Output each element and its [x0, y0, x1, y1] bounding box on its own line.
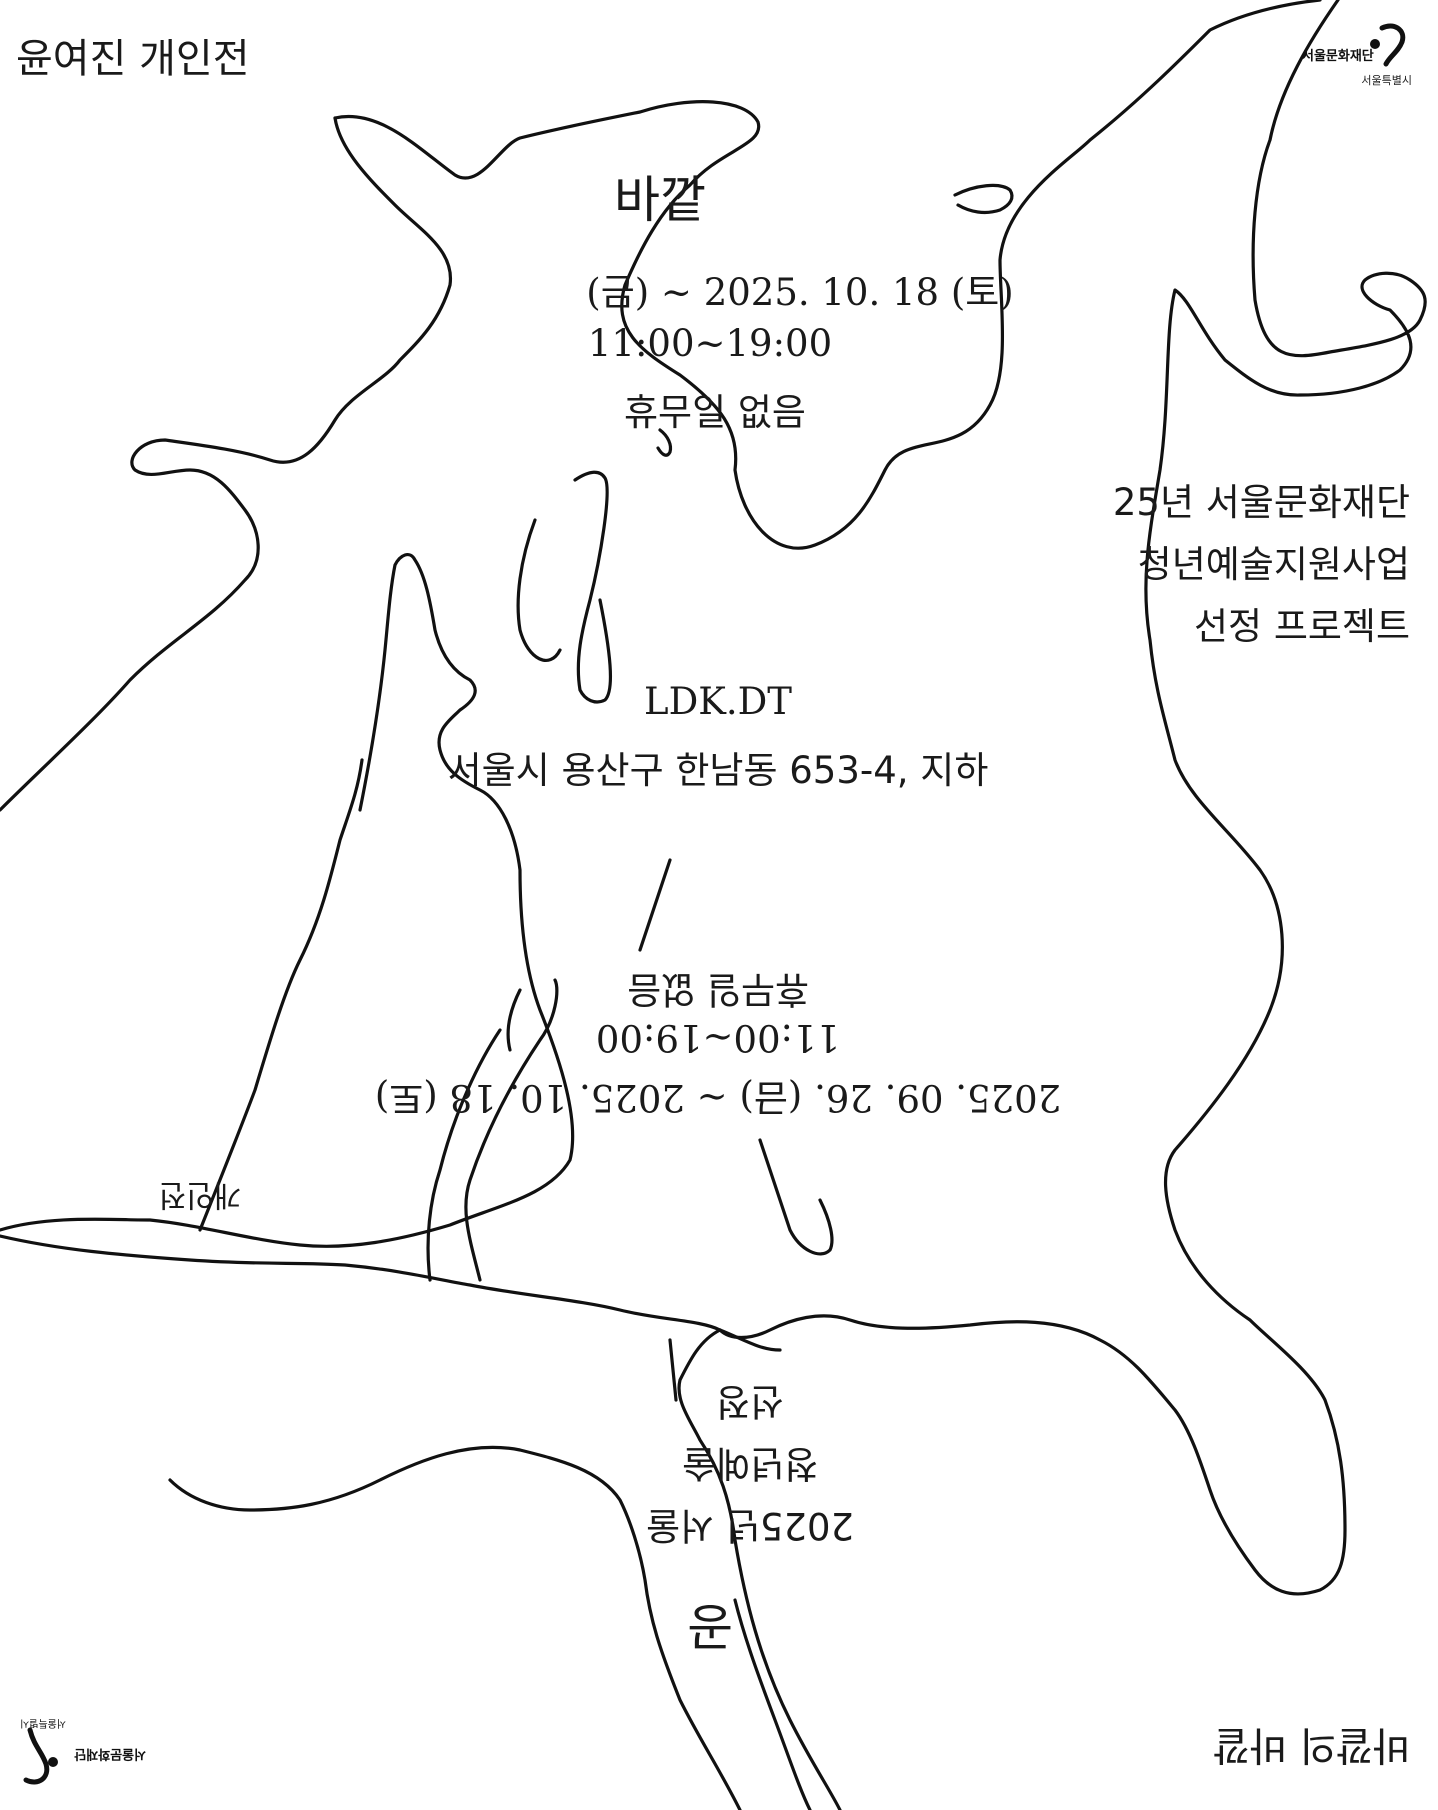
- dog-mark-2: [668, 1338, 678, 1402]
- seoul-city-label: 서울특별시: [1361, 74, 1412, 87]
- program-flip-line-2: 청년예술: [681, 1442, 819, 1485]
- exhibition-title-flipped-corner: 바깥의 바깥: [1213, 1722, 1410, 1768]
- venue-name: LDK.DT: [644, 680, 792, 723]
- dog-left-outline: [0, 116, 453, 812]
- dog-tail-curl: [733, 1598, 812, 1810]
- dog-belly-outline: [0, 1234, 782, 1352]
- closed-days-flipped: 휴무일 없음: [627, 968, 809, 1011]
- dog-leg-inner: [506, 858, 834, 1256]
- dog-chest-line: [198, 758, 364, 1232]
- program-line-2: 청년예술지원사업: [1137, 543, 1410, 586]
- seoul-foundation-logo-flipped: 서울문화재단 서울특별시: [16, 1716, 156, 1790]
- dog-lower-outline: [0, 552, 575, 1248]
- opening-hours-top: 11:00~19:00: [587, 322, 833, 365]
- closed-days-top: 휴무일 없음: [624, 391, 806, 434]
- dog-whisker-1: [953, 183, 1014, 215]
- exhibition-title-flipped: 공: [687, 1597, 733, 1655]
- opening-hours-flipped: 11:00~19:00: [595, 1016, 841, 1059]
- foundation-mark-text: 서울문화재단: [1302, 48, 1374, 64]
- dog-upper-outline: [333, 0, 1427, 1596]
- dog-back-leg: [168, 1328, 842, 1810]
- program-line-3: 선정 프로젝트: [1193, 605, 1410, 648]
- exhibition-dates-top: (금) ~ 2025. 10. 18 (토): [586, 271, 1014, 314]
- artist-exhibition-title: 윤여진 개인전: [16, 36, 250, 82]
- dog-mark-1: [656, 428, 673, 457]
- exhibition-title-fragment: 바깥: [614, 171, 706, 229]
- dog-ear-shape: [516, 470, 613, 704]
- program-credit-flipped: 2025년 서울 청년예술 선정: [646, 1370, 854, 1556]
- artist-fragment-flipped: 개인전: [158, 1177, 242, 1212]
- venue-address: 서울시 용산구 한남동 653-4, 지하: [447, 749, 989, 792]
- exhibition-dates-flipped: 2025. 09. 26. (금) ~ 2025. 10. 18 (토): [374, 1076, 1062, 1119]
- program-flip-line-3: 선정: [715, 1380, 785, 1423]
- program-line-1: 25년 서울문화재단: [1112, 481, 1410, 524]
- seoul-city-label-flip: 서울특별시: [20, 1717, 66, 1729]
- seoul-city-logo: 서울문화재단 서울특별시: [1302, 20, 1412, 90]
- foundation-mark-flip: 서울문화재단: [74, 1746, 146, 1762]
- dog-front-legs: [426, 978, 559, 1282]
- program-flip-line-1: 2025년 서울: [645, 1504, 855, 1547]
- program-credit: 25년 서울문화재단 청년예술지원사업 선정 프로젝트: [1113, 472, 1410, 658]
